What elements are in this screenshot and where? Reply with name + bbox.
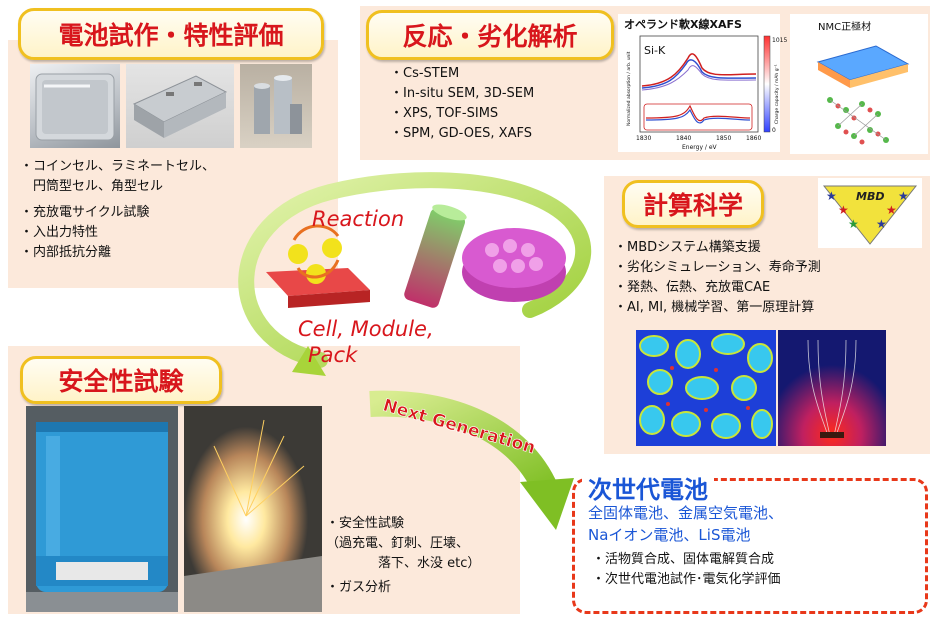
mbd-logo: MBD ★★ ★★ ★★ bbox=[818, 178, 922, 248]
xafs-xlabel: Energy / eV bbox=[682, 144, 718, 151]
thermal-simulation-image bbox=[778, 330, 886, 446]
compute-panel-list: ・MBDシステム構築支援 ・劣化シミュレーション、寿命予測 ・発熱、伝熱、充放電… bbox=[614, 238, 821, 318]
nail-test-fire-photo bbox=[184, 406, 322, 612]
list-item: 円筒型セル、角型セル bbox=[20, 179, 164, 194]
list-item: ・SPM, GD-OES, XAFS bbox=[390, 126, 532, 141]
next-gen-line1: 全固体電池、金属空気電池、 bbox=[588, 504, 784, 522]
xafs-title: オペランド軟X線XAFS bbox=[624, 17, 742, 31]
list-item: ・ガス分析 bbox=[326, 580, 392, 595]
list-item: ・入出力特性 bbox=[20, 225, 99, 240]
list-item: ・活物質合成、固体電解質合成 bbox=[592, 552, 775, 567]
xafs-x-tick: 1830 bbox=[636, 135, 651, 142]
cell-panel-list: ・コインセル、ラミネートセル、 円筒型セル、角型セル ・充放電サイクル試験 ・入… bbox=[20, 157, 215, 263]
cycle-cell-label-1: Cell, Module, bbox=[298, 317, 434, 341]
xafs-figure: オペランド軟X線XAFS Si-K 1015 0 Charge capacity… bbox=[618, 14, 787, 152]
xafs-series-label: Si-K bbox=[644, 44, 666, 57]
list-item: ・XPS, TOF-SIMS bbox=[390, 106, 499, 121]
xafs-x-tick: 1850 bbox=[716, 135, 731, 142]
cycle-reaction-label: Reaction bbox=[312, 207, 404, 231]
nmc-label: NMC正極材 bbox=[818, 20, 871, 33]
svg-text:★: ★ bbox=[826, 189, 837, 203]
xafs-colorbar-tick: 0 bbox=[772, 127, 776, 134]
compute-panel-title: 計算科学 bbox=[622, 180, 764, 228]
svg-text:★: ★ bbox=[898, 189, 909, 203]
list-item: ・Cs-STEM bbox=[390, 66, 460, 81]
cell-panel-title: 電池試作・特性評価 bbox=[18, 8, 324, 60]
analysis-panel-title: 反応・劣化解析 bbox=[366, 10, 614, 60]
list-item: ・次世代電池試作･電気化学評価 bbox=[592, 572, 781, 587]
svg-text:★: ★ bbox=[848, 217, 859, 231]
next-generation-arrow: Next Generation bbox=[360, 380, 600, 580]
xafs-colorbar-tick: 1015 bbox=[772, 37, 787, 44]
laminate-cell-photo bbox=[30, 64, 120, 148]
list-item: ・発熱、伝熱、充放電CAE bbox=[614, 280, 771, 295]
nmc-figure: NMC正極材 bbox=[790, 14, 928, 154]
list-item: ・安全性試験 bbox=[326, 516, 405, 531]
xafs-x-tick: 1860 bbox=[746, 135, 761, 142]
list-item: ・充放電サイクル試験 bbox=[20, 205, 150, 220]
safety-chamber-photo bbox=[26, 406, 178, 612]
list-item: ・MBDシステム構築支援 bbox=[614, 240, 761, 255]
xafs-ylabel: Normalized absorption / arb. unit bbox=[626, 51, 632, 126]
safety-panel-list: ・安全性試験 （過充電、釘刺、圧壊、 落下、水没 etc） ・ガス分析 bbox=[326, 514, 480, 598]
next-gen-box bbox=[572, 478, 928, 614]
svg-text:★: ★ bbox=[876, 217, 887, 231]
prismatic-cell-photo bbox=[126, 64, 234, 148]
xafs-x-tick: 1840 bbox=[676, 135, 691, 142]
mbd-logo-text: MBD bbox=[856, 190, 884, 203]
list-item: ・In-situ SEM, 3D-SEM bbox=[390, 86, 535, 101]
list-item: 落下、水没 etc） bbox=[326, 556, 481, 571]
xafs-colorbar-label: Charge capacity / mAh g⁻¹ bbox=[774, 64, 780, 124]
list-item: ・内部抵抗分離 bbox=[20, 245, 112, 260]
next-gen-line2: Naイオン電池、LiS電池 bbox=[588, 526, 751, 544]
cycle-cell-label-2: Pack bbox=[308, 343, 358, 367]
list-item: ・コインセル、ラミネートセル、 bbox=[20, 159, 216, 174]
list-item: （過充電、釘刺、圧壊、 bbox=[326, 536, 470, 551]
safety-panel-title: 安全性試験 bbox=[20, 356, 222, 404]
list-item: ・AI, MI, 機械学習、第一原理計算 bbox=[614, 300, 815, 315]
analysis-panel-list: ・Cs-STEM ・In-situ SEM, 3D-SEM ・XPS, TOF-… bbox=[390, 64, 534, 144]
next-gen-list: ・活物質合成、固体電解質合成 ・次世代電池試作･電気化学評価 bbox=[592, 550, 781, 590]
svg-text:★: ★ bbox=[838, 203, 849, 217]
microstructure-simulation-image bbox=[636, 330, 776, 446]
svg-text:★: ★ bbox=[886, 203, 897, 217]
list-item: ・劣化シミュレーション、寿命予測 bbox=[614, 260, 821, 275]
next-gen-title: 次世代電池 bbox=[582, 470, 714, 505]
cylindrical-cell-photo bbox=[240, 64, 312, 148]
cycle-diagram: Reaction Cell, Module, Pack bbox=[200, 140, 620, 420]
